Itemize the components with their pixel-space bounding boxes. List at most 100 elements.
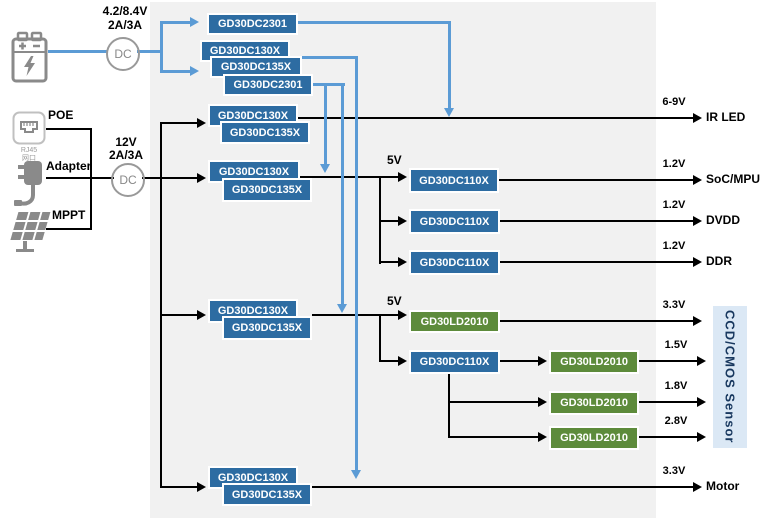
connector bbox=[161, 314, 197, 316]
arrowhead bbox=[197, 482, 206, 492]
connector bbox=[380, 360, 398, 362]
chip-ldo-1v5: GD30LD2010 bbox=[549, 350, 639, 374]
arrowhead bbox=[197, 173, 206, 183]
solar-panel-icon bbox=[5, 210, 51, 254]
arrowhead bbox=[697, 432, 706, 442]
battery-current-label: 2A/3A bbox=[107, 18, 142, 32]
arrowhead bbox=[693, 482, 702, 492]
out-voltage-2v8: 2.8V bbox=[664, 415, 688, 427]
arrowhead bbox=[693, 257, 702, 267]
battery-voltage-label: 4.2/8.4V bbox=[102, 4, 148, 18]
rj45-caption: RJ45 网口 bbox=[20, 147, 38, 162]
connector bbox=[500, 261, 693, 263]
chip-buck-sensor: GD30DC110X bbox=[409, 350, 500, 374]
connector bbox=[312, 83, 345, 86]
arrowhead bbox=[398, 310, 407, 320]
load-motor: Motor bbox=[706, 479, 740, 493]
connector bbox=[380, 220, 398, 222]
out-voltage-soc: 1.2V bbox=[662, 158, 686, 170]
arrowhead bbox=[538, 397, 547, 407]
connector bbox=[160, 21, 163, 73]
power-adapter-icon bbox=[10, 159, 48, 209]
connector bbox=[639, 436, 697, 438]
chip-buck-dvdd: GD30DC110X bbox=[409, 209, 500, 234]
rj45-icon bbox=[12, 111, 46, 145]
connector bbox=[298, 117, 693, 119]
chip-ir-gd30dc135x: GD30DC135X bbox=[220, 121, 310, 144]
arrowhead bbox=[538, 356, 547, 366]
arrowhead bbox=[693, 216, 702, 226]
load-soc-mpu: SoC/MPU bbox=[706, 172, 760, 186]
ccd-cmos-sensor-block: CCD/CMOS Sensor bbox=[713, 306, 747, 448]
out-voltage-3v3: 3.3V bbox=[662, 299, 686, 311]
out-voltage-motor: 3.3V bbox=[662, 465, 686, 477]
arrowhead bbox=[190, 17, 199, 27]
chip-ldo-3v3: GD30LD2010 bbox=[409, 310, 500, 333]
connector bbox=[161, 486, 197, 488]
out-voltage-1v5: 1.5V bbox=[664, 339, 688, 351]
connector bbox=[90, 128, 92, 230]
load-ir-led: IR LED bbox=[706, 110, 746, 124]
connector bbox=[312, 486, 693, 488]
arrowhead bbox=[538, 432, 547, 442]
main-dc-converter-circle: DC bbox=[111, 163, 145, 197]
connector bbox=[137, 50, 163, 53]
main-current-label: 2A/3A bbox=[108, 148, 143, 162]
connector bbox=[161, 122, 197, 124]
connector bbox=[448, 374, 450, 438]
connector bbox=[639, 360, 697, 362]
connector bbox=[379, 315, 381, 362]
adapter-label: Adapter bbox=[46, 159, 92, 173]
connector bbox=[500, 320, 693, 322]
rail-5v-label-soc: 5V bbox=[387, 153, 402, 167]
out-voltage-ir: 6-9V bbox=[662, 96, 686, 108]
connector bbox=[298, 21, 451, 24]
connector bbox=[341, 83, 344, 304]
arrowhead bbox=[190, 66, 199, 76]
connector bbox=[448, 436, 538, 438]
arrowhead bbox=[398, 172, 407, 182]
arrowhead bbox=[197, 118, 206, 128]
arrowhead bbox=[697, 356, 706, 366]
out-voltage-ddr: 1.2V bbox=[662, 240, 686, 252]
connector bbox=[46, 128, 92, 130]
connector bbox=[46, 228, 92, 230]
arrowhead bbox=[398, 356, 407, 366]
chip-soc-gd30dc130x: GD30DC130X bbox=[208, 160, 300, 183]
chip-motor-gd30dc135x: GD30DC135X bbox=[222, 483, 312, 506]
poe-label: POE bbox=[48, 108, 74, 122]
out-voltage-1v8: 1.8V bbox=[664, 380, 688, 392]
chip-buck-soc: GD30DC110X bbox=[409, 168, 499, 193]
connector bbox=[448, 401, 538, 403]
chip-ldo-2v8: GD30LD2010 bbox=[549, 426, 639, 450]
connector bbox=[48, 50, 107, 53]
arrowhead bbox=[398, 216, 407, 226]
connector bbox=[324, 83, 327, 164]
arrowhead bbox=[337, 304, 347, 313]
out-voltage-dvdd: 1.2V bbox=[662, 199, 686, 211]
arrowhead bbox=[398, 257, 407, 267]
arrowhead bbox=[320, 164, 330, 173]
connector bbox=[160, 70, 190, 73]
connector bbox=[355, 56, 358, 470]
load-ddr: DDR bbox=[706, 254, 732, 268]
connector bbox=[160, 122, 162, 488]
connector bbox=[499, 179, 693, 181]
arrowhead bbox=[693, 175, 702, 185]
connector bbox=[380, 261, 398, 263]
connector bbox=[500, 220, 693, 222]
chip-sensor-gd30dc135x: GD30DC135X bbox=[222, 316, 312, 340]
chip-soc-gd30dc135x: GD30DC135X bbox=[222, 178, 312, 202]
connector bbox=[300, 176, 398, 178]
chip-buck-ddr: GD30DC110X bbox=[409, 250, 500, 275]
chip-battery-gd30dc2301: GD30DC2301 bbox=[207, 13, 298, 35]
main-voltage-label: 12V bbox=[115, 135, 137, 149]
connector bbox=[301, 56, 358, 59]
arrowhead bbox=[197, 310, 206, 320]
chip-ldo-1v8: GD30LD2010 bbox=[549, 391, 639, 415]
connector bbox=[639, 401, 697, 403]
mppt-label: MPPT bbox=[52, 208, 86, 222]
battery-icon bbox=[9, 31, 49, 84]
connector bbox=[160, 21, 190, 24]
connector bbox=[142, 177, 198, 179]
